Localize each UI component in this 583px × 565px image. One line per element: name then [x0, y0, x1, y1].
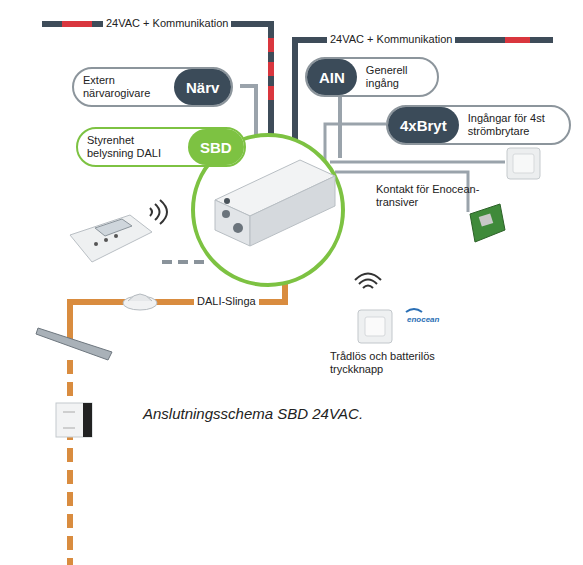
button: [114, 234, 118, 238]
signal-line: [325, 124, 386, 160]
wireless-link: [162, 260, 205, 264]
enocean-module: [470, 204, 505, 242]
controller-front: [250, 176, 335, 246]
button: [94, 242, 98, 246]
signal-line: [338, 95, 342, 158]
pill-text: Generell ingång: [357, 59, 437, 95]
text-label: enocean: [407, 315, 439, 325]
pill-tab: AIN: [307, 59, 357, 95]
controller-side: [215, 200, 250, 246]
push-button: [358, 310, 392, 343]
pill-tab: 4xBryt: [388, 107, 459, 143]
switch-rocker: [63, 412, 75, 413]
screw: [224, 198, 230, 204]
button: [104, 238, 108, 242]
pill-tab: SBD: [188, 129, 244, 165]
wall-switch: [83, 403, 92, 437]
text-label: Trådlös och batterilös tryckknapp: [330, 350, 450, 376]
ceiling-sensor: [128, 294, 152, 301]
pill-tab: Närv: [174, 69, 231, 105]
dali-loop: [70, 282, 285, 345]
wifi-symbol: [355, 274, 381, 289]
text-label: 24VAC + Kommunikation: [327, 33, 455, 46]
luminaire: [36, 328, 112, 360]
pill-text: Extern närvarogivare: [74, 69, 174, 105]
wire-stripe: [268, 38, 274, 110]
wall-switch: [56, 403, 92, 437]
pill-box: Extern närvarogivareNärv: [72, 67, 233, 107]
pill-box: Styrenhet belysning DALISBD: [76, 127, 246, 167]
signal-line: [330, 161, 505, 164]
cable-gland: [233, 223, 243, 233]
wire-stripe: [505, 37, 530, 43]
caption: Anslutningsschema SBD 24VAC.: [143, 405, 363, 423]
display: [95, 219, 132, 236]
pill-box: AINGenerell ingång: [305, 57, 439, 97]
text-label: Kontakt för Enocean-transiver: [376, 183, 488, 209]
wall-sensor: [507, 148, 540, 179]
dali-loop: [67, 360, 73, 565]
text-label: 24VAC + Kommunikation: [103, 17, 231, 30]
cable-gland: [222, 210, 230, 218]
wire-stripe: [62, 21, 92, 27]
pill-text: Styrenhet belysning DALI: [78, 129, 188, 165]
push-button: [365, 317, 385, 336]
chip: [479, 213, 494, 226]
switch-rocker: [63, 428, 75, 429]
room-unit: [70, 215, 152, 262]
logo-mark: [406, 309, 422, 312]
pill-text: Ingångar för 4st strömbrytare: [459, 107, 569, 143]
wall-sensor: [513, 154, 534, 173]
wifi-symbol: [150, 200, 167, 224]
text-label: DALI-Slinga: [194, 295, 259, 308]
pill-box: 4xBrytIngångar för 4st strömbrytare: [386, 105, 571, 145]
